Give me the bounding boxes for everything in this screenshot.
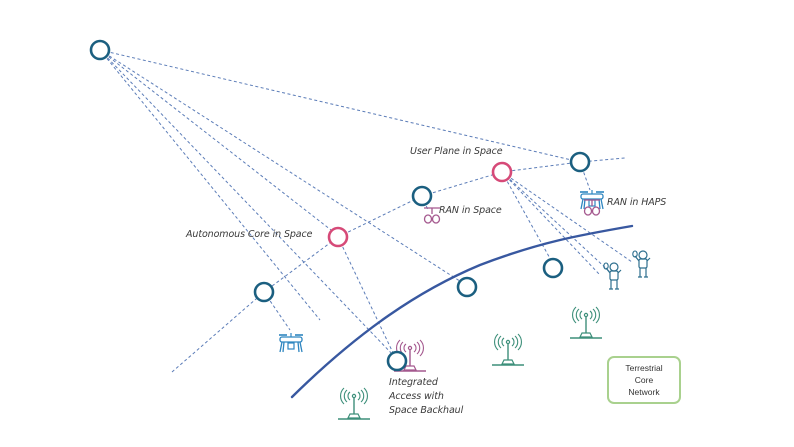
link-geo-iab-2 — [99, 49, 321, 321]
iab-label-line1: Integrated — [389, 377, 438, 388]
user-plane-node[interactable] — [491, 161, 513, 183]
ran-space-label: RAN in Space — [439, 205, 502, 216]
astronaut-user-icon-2 — [632, 250, 651, 278]
autonomous-core-node[interactable] — [327, 226, 349, 248]
ground-node-right[interactable] — [542, 257, 564, 279]
haps-node[interactable] — [569, 151, 591, 173]
astronaut-user-icon-1 — [603, 262, 622, 290]
ran-space-node[interactable] — [411, 185, 433, 207]
ran-haps-label: RAN in HAPS — [607, 197, 667, 208]
radio-antenna-icon-center — [491, 333, 525, 366]
iab-node[interactable] — [386, 350, 408, 372]
haps-ran-module-icon — [583, 199, 601, 216]
radio-antenna-icon-right — [569, 306, 603, 339]
radio-antenna-icon-left — [337, 387, 371, 420]
link-up-astronaut-2 — [501, 171, 633, 263]
earth-horizon-curve — [290, 224, 634, 399]
link-geo-ground-center — [99, 49, 467, 286]
iab-label: Integrated Access with Space Backhaul — [389, 376, 489, 418]
link-haps-drone — [579, 161, 591, 191]
user-plane-label: User Plane in Space — [410, 146, 503, 157]
leo-far-left-node[interactable] — [253, 281, 275, 303]
link-core-iab — [337, 236, 396, 358]
geo-satellite-node[interactable] — [89, 39, 111, 61]
iab-label-line2: Access with — [389, 391, 444, 402]
link-geo-iab — [99, 49, 396, 358]
link-up-iab — [501, 171, 601, 276]
link-geo-haps — [99, 49, 581, 163]
link-up-astronaut-1 — [501, 171, 611, 273]
ground-node-center[interactable] — [456, 276, 478, 298]
link-geo-autonomous-core — [99, 49, 341, 238]
link-up-ground-right — [501, 171, 553, 263]
core-box-line2: Core — [634, 375, 654, 385]
geo-links — [99, 49, 581, 358]
terrestrial-core-network-box[interactable]: Terrestrial Core Network — [607, 356, 681, 404]
autonomous-core-label: Autonomous Core in Space — [186, 229, 313, 240]
drone-icon — [278, 332, 304, 353]
core-box-line1: Terrestrial — [625, 363, 663, 373]
ran-space-module-icon — [423, 207, 441, 224]
iab-label-line3: Space Backhaul — [389, 405, 464, 416]
core-box-line3: Network — [628, 387, 660, 397]
